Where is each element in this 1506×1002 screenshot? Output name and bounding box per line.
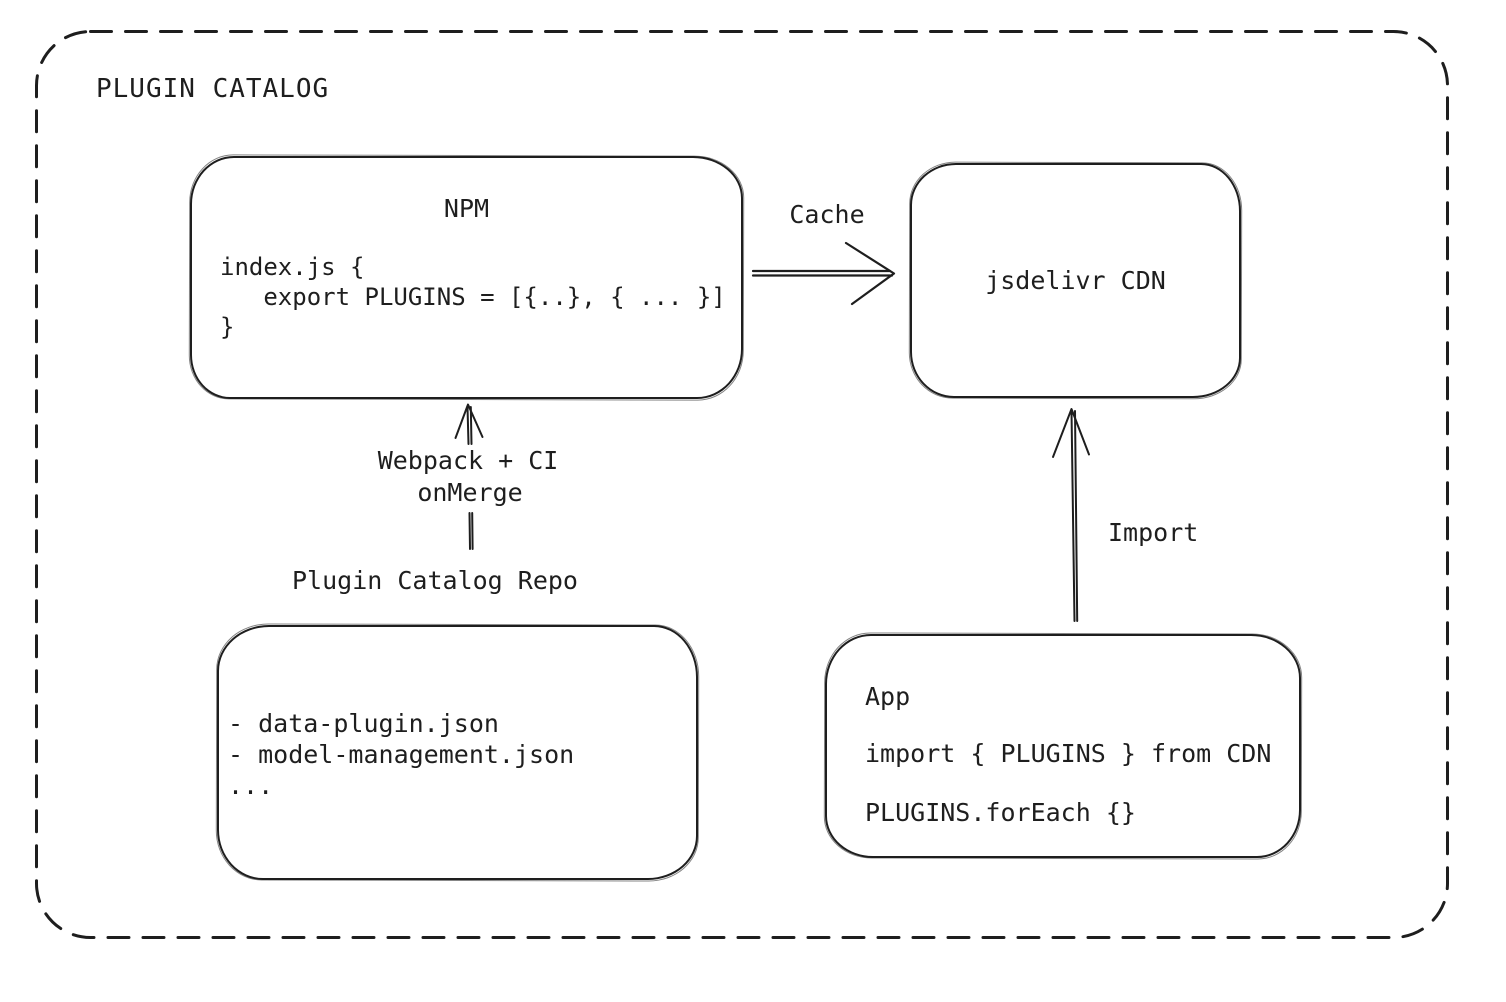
- app-node-title: App: [865, 682, 910, 711]
- diagram-title: PLUGIN CATALOG: [96, 74, 329, 104]
- repo-file-item: - data-plugin.json: [228, 708, 574, 739]
- repo-file-item: - model-management.json: [228, 739, 574, 770]
- cdn-node: jsdelivr CDN: [910, 163, 1241, 398]
- repo-node: - data-plugin.json - model-management.js…: [217, 625, 698, 880]
- npm-code-line: index.js {: [220, 252, 726, 282]
- npm-node: NPM index.js { export PLUGINS = [{..}, {…: [190, 156, 743, 399]
- npm-code-line: export PLUGINS = [{..}, { ... }]: [220, 282, 726, 312]
- build-arrow: [456, 405, 483, 550]
- npm-code-block: index.js { export PLUGINS = [{..}, { ...…: [220, 252, 726, 342]
- import-edge-label: Import: [1108, 518, 1198, 547]
- cache-arrow: [753, 243, 894, 304]
- app-node: App import { PLUGINS } from CDN PLUGINS.…: [825, 634, 1301, 858]
- import-arrow: [1053, 409, 1089, 621]
- build-edge-label-line2: onMerge: [417, 478, 522, 507]
- app-code-line: PLUGINS.forEach {}: [865, 798, 1136, 827]
- repo-file-item: ...: [228, 770, 574, 801]
- repo-files-block: - data-plugin.json - model-management.js…: [228, 708, 574, 801]
- repo-node-title: Plugin Catalog Repo: [292, 566, 578, 595]
- npm-code-line: }: [220, 312, 726, 342]
- cache-edge-label: Cache: [789, 200, 864, 229]
- cdn-node-label: jsdelivr CDN: [985, 266, 1166, 295]
- app-code-line: import { PLUGINS } from CDN: [865, 739, 1271, 768]
- build-edge-label-line1: Webpack + CI: [378, 446, 559, 475]
- npm-node-title: NPM: [192, 194, 741, 223]
